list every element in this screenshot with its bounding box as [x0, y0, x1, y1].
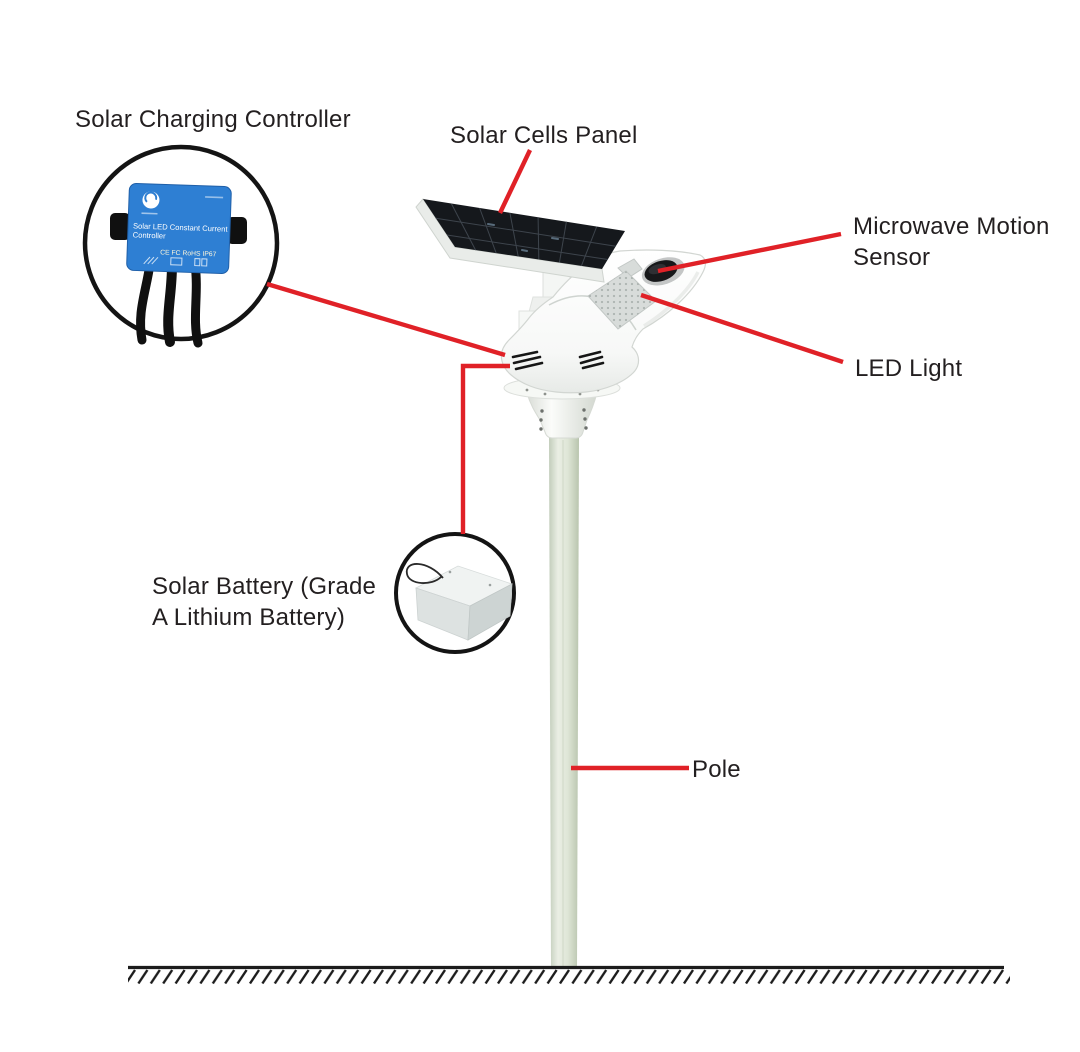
label-solar-cells-panel: Solar Cells Panel — [450, 122, 638, 149]
label-microwave-motion-sensor: Microwave Motion Sensor — [853, 213, 1050, 272]
neck-screws — [539, 408, 588, 431]
panel-dark-surface — [423, 199, 625, 269]
callout-line-battery — [460, 363, 510, 534]
controller-title-line1: Solar LED Constant Current — [133, 221, 229, 233]
lamp-head-body — [500, 249, 706, 394]
controller-title-line2: Controller — [133, 230, 167, 240]
callout-line-led-light — [640, 292, 844, 365]
ground-line — [128, 965, 1010, 985]
label-led-light: LED Light — [855, 355, 963, 382]
label-pole: Pole — [692, 756, 741, 783]
controller-detail-circle: Solar LED Constant Current Controller CE… — [82, 144, 280, 348]
pole-graphic — [549, 437, 579, 968]
battery-wire — [406, 563, 444, 584]
callout-line-motion-sensor — [657, 231, 842, 274]
solar-charging-controller-device: Solar LED Constant Current Controller CE… — [126, 182, 232, 275]
callout-lines — [266, 149, 844, 771]
label-solar-battery: Solar Battery (Grade A Lithium Battery) — [152, 573, 377, 632]
controller-cert-icons — [143, 256, 208, 267]
solar-cells-panel-graphic — [415, 198, 625, 283]
controller-certifications: CE FC RoHS IP67 — [160, 249, 217, 258]
solar-battery-device — [406, 563, 514, 641]
lamp-neck — [526, 392, 598, 439]
vent-slots — [511, 350, 605, 371]
led-light-panel — [587, 258, 657, 330]
battery-detail-circle — [394, 532, 516, 654]
label-solar-charging-controller: Solar Charging Controller — [75, 106, 351, 133]
callout-line-solar-panel — [498, 149, 532, 214]
callout-line-controller — [266, 281, 506, 358]
